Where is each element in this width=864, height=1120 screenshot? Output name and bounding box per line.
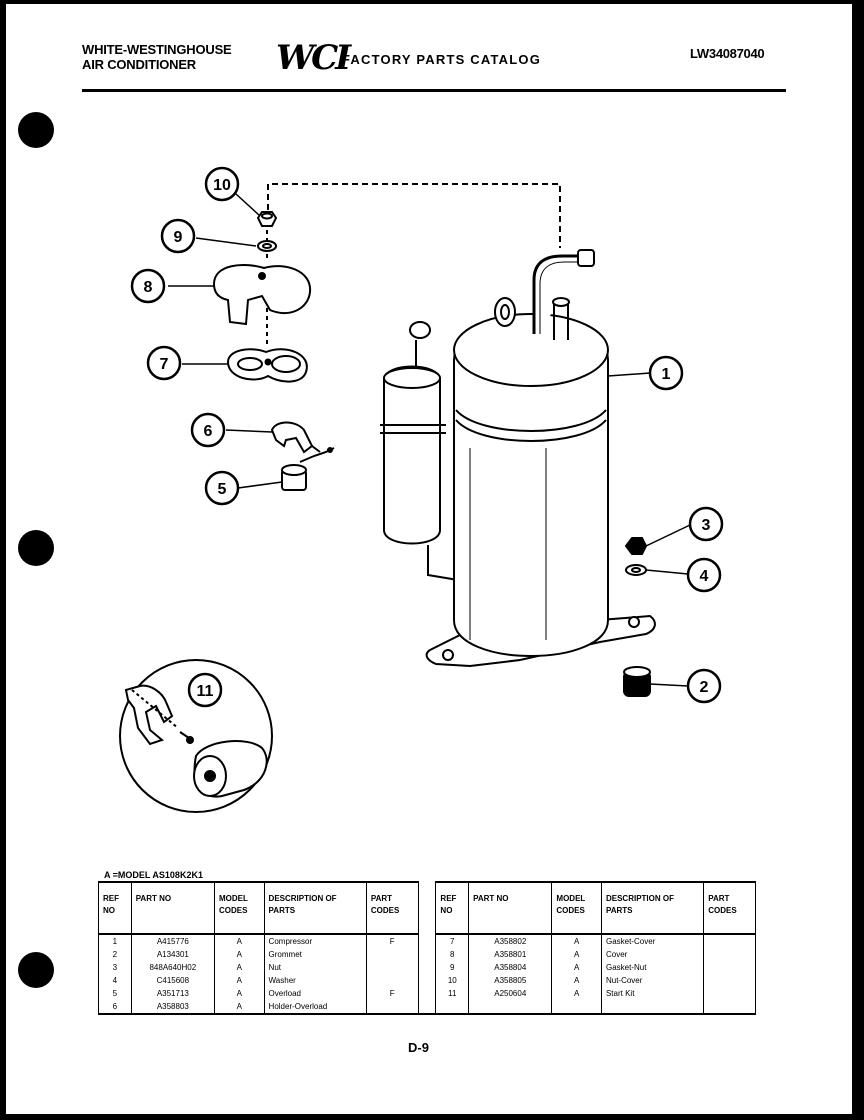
model-note: A =MODEL AS108K2K1 xyxy=(104,870,203,880)
table-row: 4 C415608 A Washer 10 A358805 A Nut-Cove… xyxy=(98,974,756,987)
callout-5: 5 xyxy=(204,470,240,506)
cover-part xyxy=(212,264,312,326)
callout-7: 7 xyxy=(146,345,182,381)
svg-text:2: 2 xyxy=(700,679,709,696)
grommet-part xyxy=(623,666,651,697)
svg-text:9: 9 xyxy=(174,229,183,246)
table-row: 6 A358803 A Holder-Overload xyxy=(98,1000,756,1015)
col-part-no: PART NO xyxy=(468,881,553,935)
table-row: 3 848A640H02 A Nut 9 A358804 A Gasket-Nu… xyxy=(98,961,756,974)
catalog-code: LW34087040 xyxy=(690,46,765,61)
svg-text:7: 7 xyxy=(160,356,169,373)
callout-11: 11 xyxy=(187,672,223,708)
page-number: D-9 xyxy=(408,1040,429,1055)
assembly-leader-line xyxy=(267,183,561,248)
col-ref-no: REF NO xyxy=(435,881,470,935)
col-description: DESCRIPTION OF PARTS xyxy=(600,881,705,935)
wci-logo: WCI xyxy=(276,38,351,78)
table-row: 1 A415776 A Compressor F 7 A358802 A Gas… xyxy=(98,934,756,948)
callout-leaders xyxy=(168,193,691,687)
callout-10: 10 xyxy=(204,166,240,202)
gasket-nut-part xyxy=(257,240,277,252)
washer-part xyxy=(625,564,647,576)
start-kit-part xyxy=(119,659,273,813)
product-type: AIR CONDITIONER xyxy=(82,57,197,72)
brand-block: WHITE-WESTINGHOUSE AIR CONDITIONER xyxy=(82,42,232,72)
callout-4: 4 xyxy=(686,557,722,593)
callout-3: 3 xyxy=(688,506,724,542)
svg-text:6: 6 xyxy=(204,423,213,440)
parts-table: REF NO PART NO MODEL CODES DESCRIPTION O… xyxy=(98,881,756,1015)
svg-text:10: 10 xyxy=(213,177,231,194)
svg-text:5: 5 xyxy=(218,481,227,498)
brand-name: WHITE-WESTINGHOUSE xyxy=(82,42,232,57)
svg-text:8: 8 xyxy=(144,279,153,296)
col-part-codes: PART CODES xyxy=(365,881,419,935)
gasket-cover-part xyxy=(226,348,308,383)
col-model-codes: MODEL CODES xyxy=(213,881,265,935)
table-header-row: REF NO PART NO MODEL CODES DESCRIPTION O… xyxy=(98,881,756,935)
callout-1: 1 xyxy=(648,355,684,391)
col-description: DESCRIPTION OF PARTS xyxy=(263,881,367,935)
svg-text:1: 1 xyxy=(662,366,671,383)
nut-cover-part xyxy=(256,211,278,227)
col-part-no: PART NO xyxy=(130,881,215,935)
punch-hole-icon xyxy=(18,952,54,988)
overload-part xyxy=(281,447,335,491)
header-rule xyxy=(82,89,786,92)
nut-part xyxy=(624,537,648,555)
col-part-codes: PART CODES xyxy=(703,881,756,935)
overload-holder-part xyxy=(270,421,321,454)
catalog-title: FACTORY PARTS CATALOG xyxy=(342,52,542,67)
compressor-part xyxy=(380,249,656,668)
col-model-codes: MODEL CODES xyxy=(551,881,602,935)
callout-8: 8 xyxy=(130,268,166,304)
col-ref-no: REF NO xyxy=(98,881,132,935)
table-row: 5 A351713 A Overload F 11 A250604 A Star… xyxy=(98,987,756,1000)
table-row: 2 A134301 A Grommet 8 A358801 A Cover xyxy=(98,948,756,961)
callout-2: 2 xyxy=(686,668,722,704)
svg-text:11: 11 xyxy=(197,683,214,700)
punch-hole-icon xyxy=(18,530,54,566)
punch-hole-icon xyxy=(18,112,54,148)
callout-9: 9 xyxy=(160,218,196,254)
svg-text:3: 3 xyxy=(702,517,711,534)
callout-6: 6 xyxy=(190,412,226,448)
exploded-parts-diagram: 10 9 8 7 6 5 1 3 4 2 11 xyxy=(119,166,724,813)
svg-text:4: 4 xyxy=(700,568,709,585)
